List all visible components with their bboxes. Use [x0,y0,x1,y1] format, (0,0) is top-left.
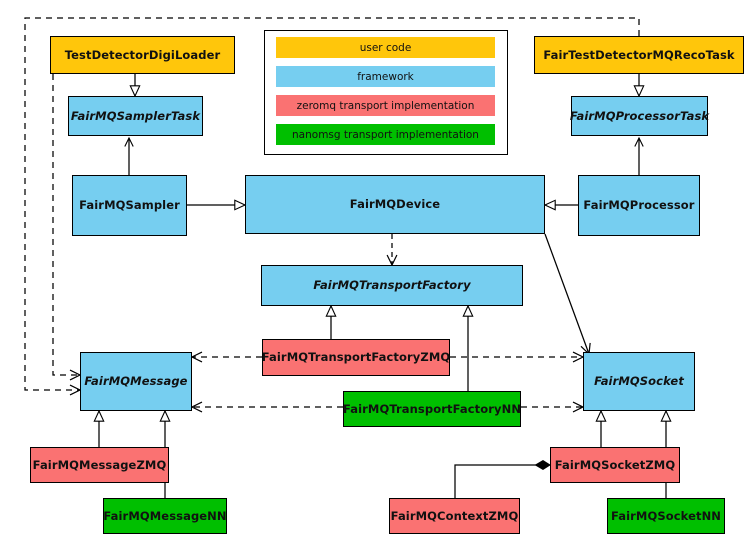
legend-item-framework: framework [276,66,495,87]
class-node-fairtestdetectormqrecotask[interactable]: FairTestDetectorMQRecoTask [534,36,744,74]
class-node-fairmqsamplertask[interactable]: FairMQSamplerTask [68,96,203,136]
class-node-fairmqsampler[interactable]: FairMQSampler [72,175,187,236]
edge-recotask-message [24,17,640,396]
class-node-fairmqmessage[interactable]: FairMQMessage [80,352,192,411]
class-node-fairmqsocket[interactable]: FairMQSocket [583,352,695,411]
class-node-fairmqtransportfactorynn[interactable]: FairMQTransportFactoryNN [343,391,521,427]
class-node-fairmqsocketzmq[interactable]: FairMQSocketZMQ [550,447,680,483]
class-node-fairmqdevice[interactable]: FairMQDevice [245,175,545,234]
class-node-testdetectordigiloader[interactable]: TestDetectorDigiLoader [50,36,235,74]
class-node-fairmqtransportfactoryzmq[interactable]: FairMQTransportFactoryZMQ [262,339,450,376]
class-node-fairmqprocessor[interactable]: FairMQProcessor [578,175,700,236]
edge-device-socket [544,233,591,356]
legend-item-user-code: user code [276,37,495,58]
legend-item-nanomsg: nanomsg transport implementation [276,124,495,145]
edge-socketzmq-contextzmq [454,460,551,498]
class-node-fairmqmessagenn[interactable]: FairMQMessageNN [103,498,227,534]
class-node-fairmqcontextzmq[interactable]: FairMQContextZMQ [389,498,520,534]
class-node-fairmqtransportfactory[interactable]: FairMQTransportFactory [261,265,523,306]
class-node-fairmqprocessortask[interactable]: FairMQProcessorTask [570,96,709,136]
class-node-fairmqsocketnn[interactable]: FairMQSocketNN [607,498,725,534]
legend-item-zeromq: zeromq transport implementation [276,95,495,116]
class-node-fairmqmessagezmq[interactable]: FairMQMessageZMQ [30,447,169,483]
